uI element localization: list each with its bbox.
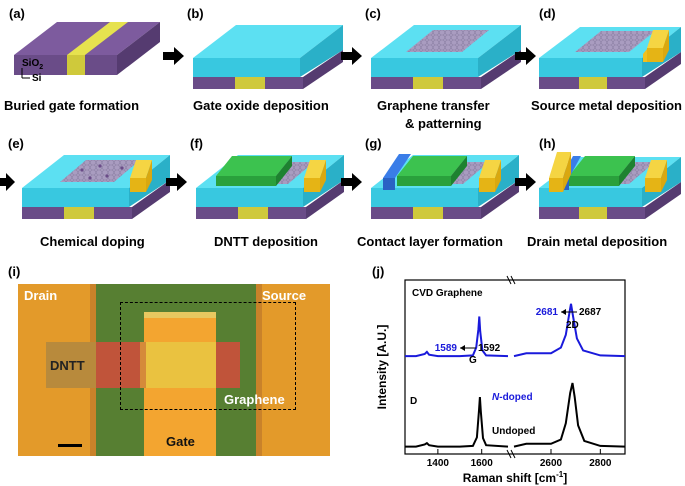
caption-g: Contact layer formation [357,234,503,249]
dntt-block [216,156,292,176]
panel-label-e: (e) [8,136,24,151]
panel-label-a: (a) [9,6,25,21]
series-line-undoped-left [405,397,509,448]
step-d: (d) Source metal deposition [531,0,685,120]
2d-undoped-label: 2687 [579,307,602,318]
caption-b: Gate oxide deposition [193,98,329,113]
arrow-right-icon [515,47,537,70]
arrow-right-icon [166,173,188,196]
2d-doped-label: 2681 [536,307,559,318]
plot-frame [404,279,626,455]
panel-label-f: (f) [190,136,203,151]
contact-layer [383,154,411,178]
gate-label: Gate [166,434,195,449]
step-a-diagram [14,22,160,79]
step-e: (e) Chemical doping [8,130,177,250]
caption-e: Chemical doping [40,234,145,249]
caption-d: Source metal deposition [531,98,682,113]
series-line-undoped-right [513,382,626,448]
g-doped-label: 1589 [435,343,458,354]
scale-bar [58,444,82,447]
caption-c-line1: Graphene transfer [377,98,490,113]
series-line-ndoped-right [513,303,626,358]
roi-dashed-box [120,302,296,410]
ndoped-legend: N-doped [492,392,533,403]
step-h-diagram [539,152,681,219]
undoped-legend: Undoped [492,426,535,437]
step-f-diagram [196,155,344,219]
step-h: (h) Drain metal deposition [527,130,685,250]
caption-a: Buried gate formation [4,98,140,113]
graphene-label: Graphene [224,392,285,407]
drain-label: Drain [24,288,58,303]
drain-metal [549,152,571,178]
peak-label-g: G [469,355,477,366]
step-b: (b) Gate oxide deposition [183,0,348,120]
step-a: (a) SiO2 Si Buried gate formation [0,0,165,120]
step-g-diagram [371,154,519,219]
raman-chart: CVD Graphene Intensity [A.U.] Raman shif… [375,275,626,485]
caption-c-line2: & patterning [405,116,482,131]
panel-label-b: (b) [187,6,204,21]
arrow-right-icon [0,173,16,196]
peak-label-d: D [410,396,417,407]
x-ticks: 1400 1600 2600 2800 [427,449,612,469]
x-tick-label: 1600 [471,458,494,469]
g-undoped-label: 1592 [478,343,501,354]
y-axis-label: Intensity [A.U.] [375,325,389,410]
panel-label-g: (g) [365,136,382,151]
step-d-diagram [539,27,681,89]
arrow-right-icon [163,47,185,70]
arrow-right-icon [341,47,363,70]
sio2-label: SiO2 [22,58,44,71]
x-tick-label: 1400 [427,458,450,469]
step-g: (g) Contact layer formation [357,130,526,250]
panel-label-d: (d) [539,6,556,21]
panel-label-j: (j) [372,264,385,279]
arrow-right-icon [515,173,537,196]
arrow-left-icon [460,345,476,351]
x-tick-label: 2600 [540,458,563,469]
caption-f: DNTT deposition [214,234,318,249]
panel-label-h: (h) [539,136,556,151]
series-line-ndoped-left [405,316,509,358]
step-c-diagram [371,25,521,89]
dntt-label: DNTT [50,358,85,373]
x-axis-label: Raman shift [cm-1] [463,470,567,485]
x-tick-label: 2800 [589,458,612,469]
peak-label-2d: 2D [566,320,579,331]
panel-label-c: (c) [365,6,381,21]
si-label: Si [32,73,42,84]
step-b-diagram [193,25,343,89]
source-label: Source [262,288,307,303]
series-lines [405,303,626,448]
optical-micrograph: Drain Source DNTT Graphene Gate [18,284,330,456]
arrow-right-icon [341,173,363,196]
axis-break [506,275,516,459]
graphene-sheet [406,30,489,52]
step-c: (c) Graphene transfer & patterning [361,0,526,140]
panel-label-i: (i) [8,264,21,279]
step-e-diagram [22,155,170,219]
chart-title: CVD Graphene [412,288,483,299]
caption-h: Drain metal deposition [527,234,668,249]
arrow-left-icon [561,309,577,315]
step-f: (f) DNTT deposition [186,130,351,250]
